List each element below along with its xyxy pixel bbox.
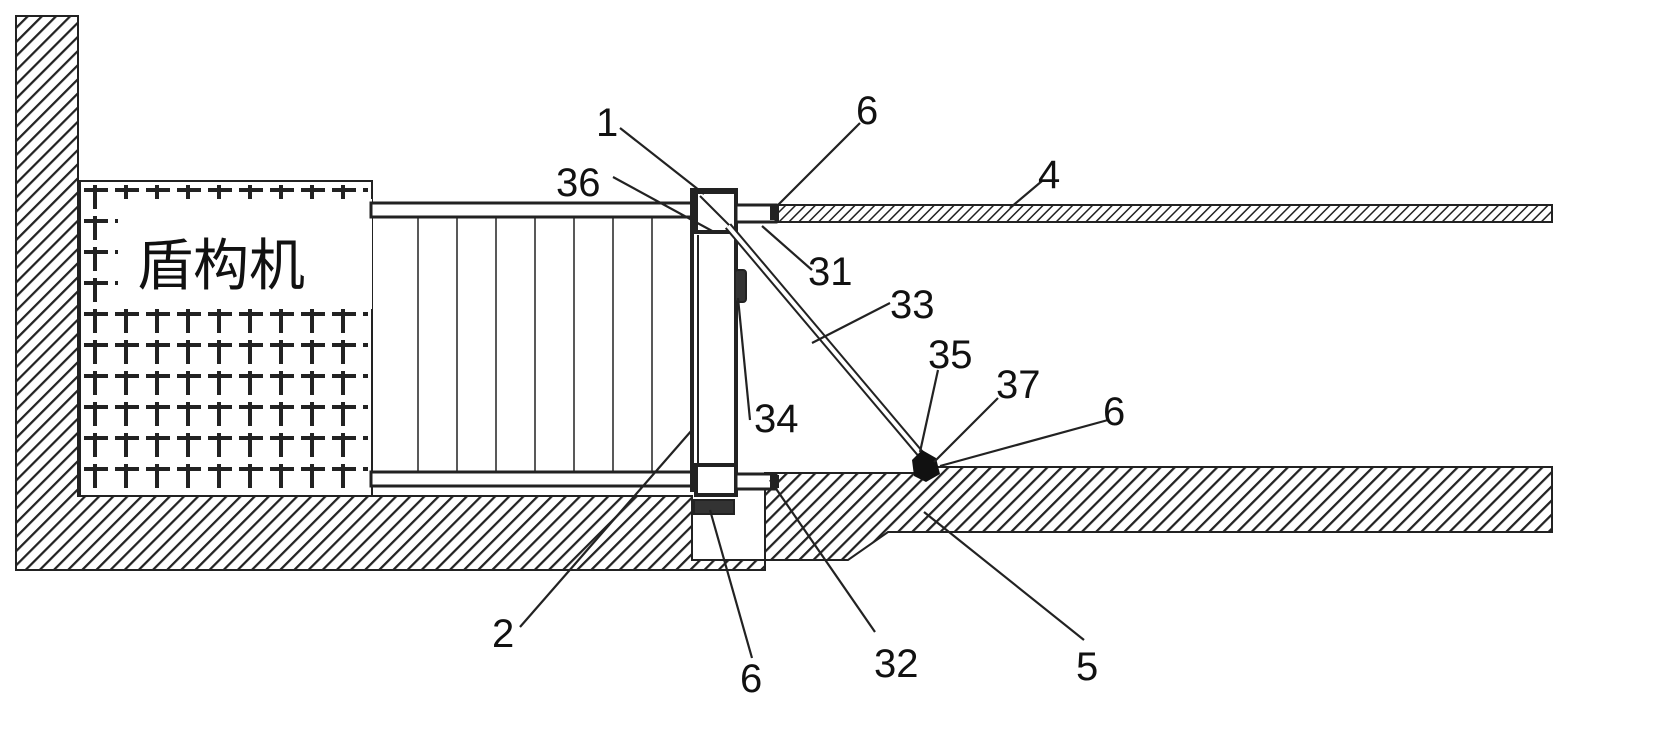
callout-5: 5 — [1076, 645, 1098, 689]
leader-6-mid — [940, 420, 1108, 466]
segment-lines — [418, 217, 652, 472]
callout-35: 35 — [928, 333, 973, 377]
leader-33 — [812, 303, 890, 343]
leader-6-bottom — [710, 510, 752, 658]
shield-machine-label: 盾构机 — [137, 234, 305, 299]
leader-6-top — [778, 123, 860, 205]
callout-31: 31 — [808, 250, 853, 294]
callout-6-bottom: 6 — [740, 657, 762, 701]
callout-32: 32 — [874, 642, 919, 686]
callout-6-mid: 6 — [1103, 390, 1125, 434]
callout-37: 37 — [996, 363, 1041, 407]
callout-1: 1 — [596, 101, 618, 145]
callout-4: 4 — [1038, 153, 1060, 197]
bottom-anchor-block — [696, 465, 736, 495]
shield-machine: 盾构机 — [80, 181, 372, 496]
leader-34 — [738, 298, 750, 420]
callout-2: 2 — [492, 612, 514, 656]
callout-6-top: 6 — [856, 89, 878, 133]
callout-34: 34 — [754, 397, 799, 441]
column-connector — [735, 270, 746, 302]
upper-rail — [371, 203, 693, 217]
bottom-base-plate — [694, 500, 734, 514]
leader-1 — [620, 128, 704, 194]
leader-35 — [920, 370, 938, 452]
tunnel-top-lining — [778, 205, 1552, 222]
upper-strut-end — [770, 206, 779, 220]
callout-36: 36 — [556, 161, 601, 205]
leader-31 — [762, 226, 812, 270]
callout-33: 33 — [890, 283, 935, 327]
